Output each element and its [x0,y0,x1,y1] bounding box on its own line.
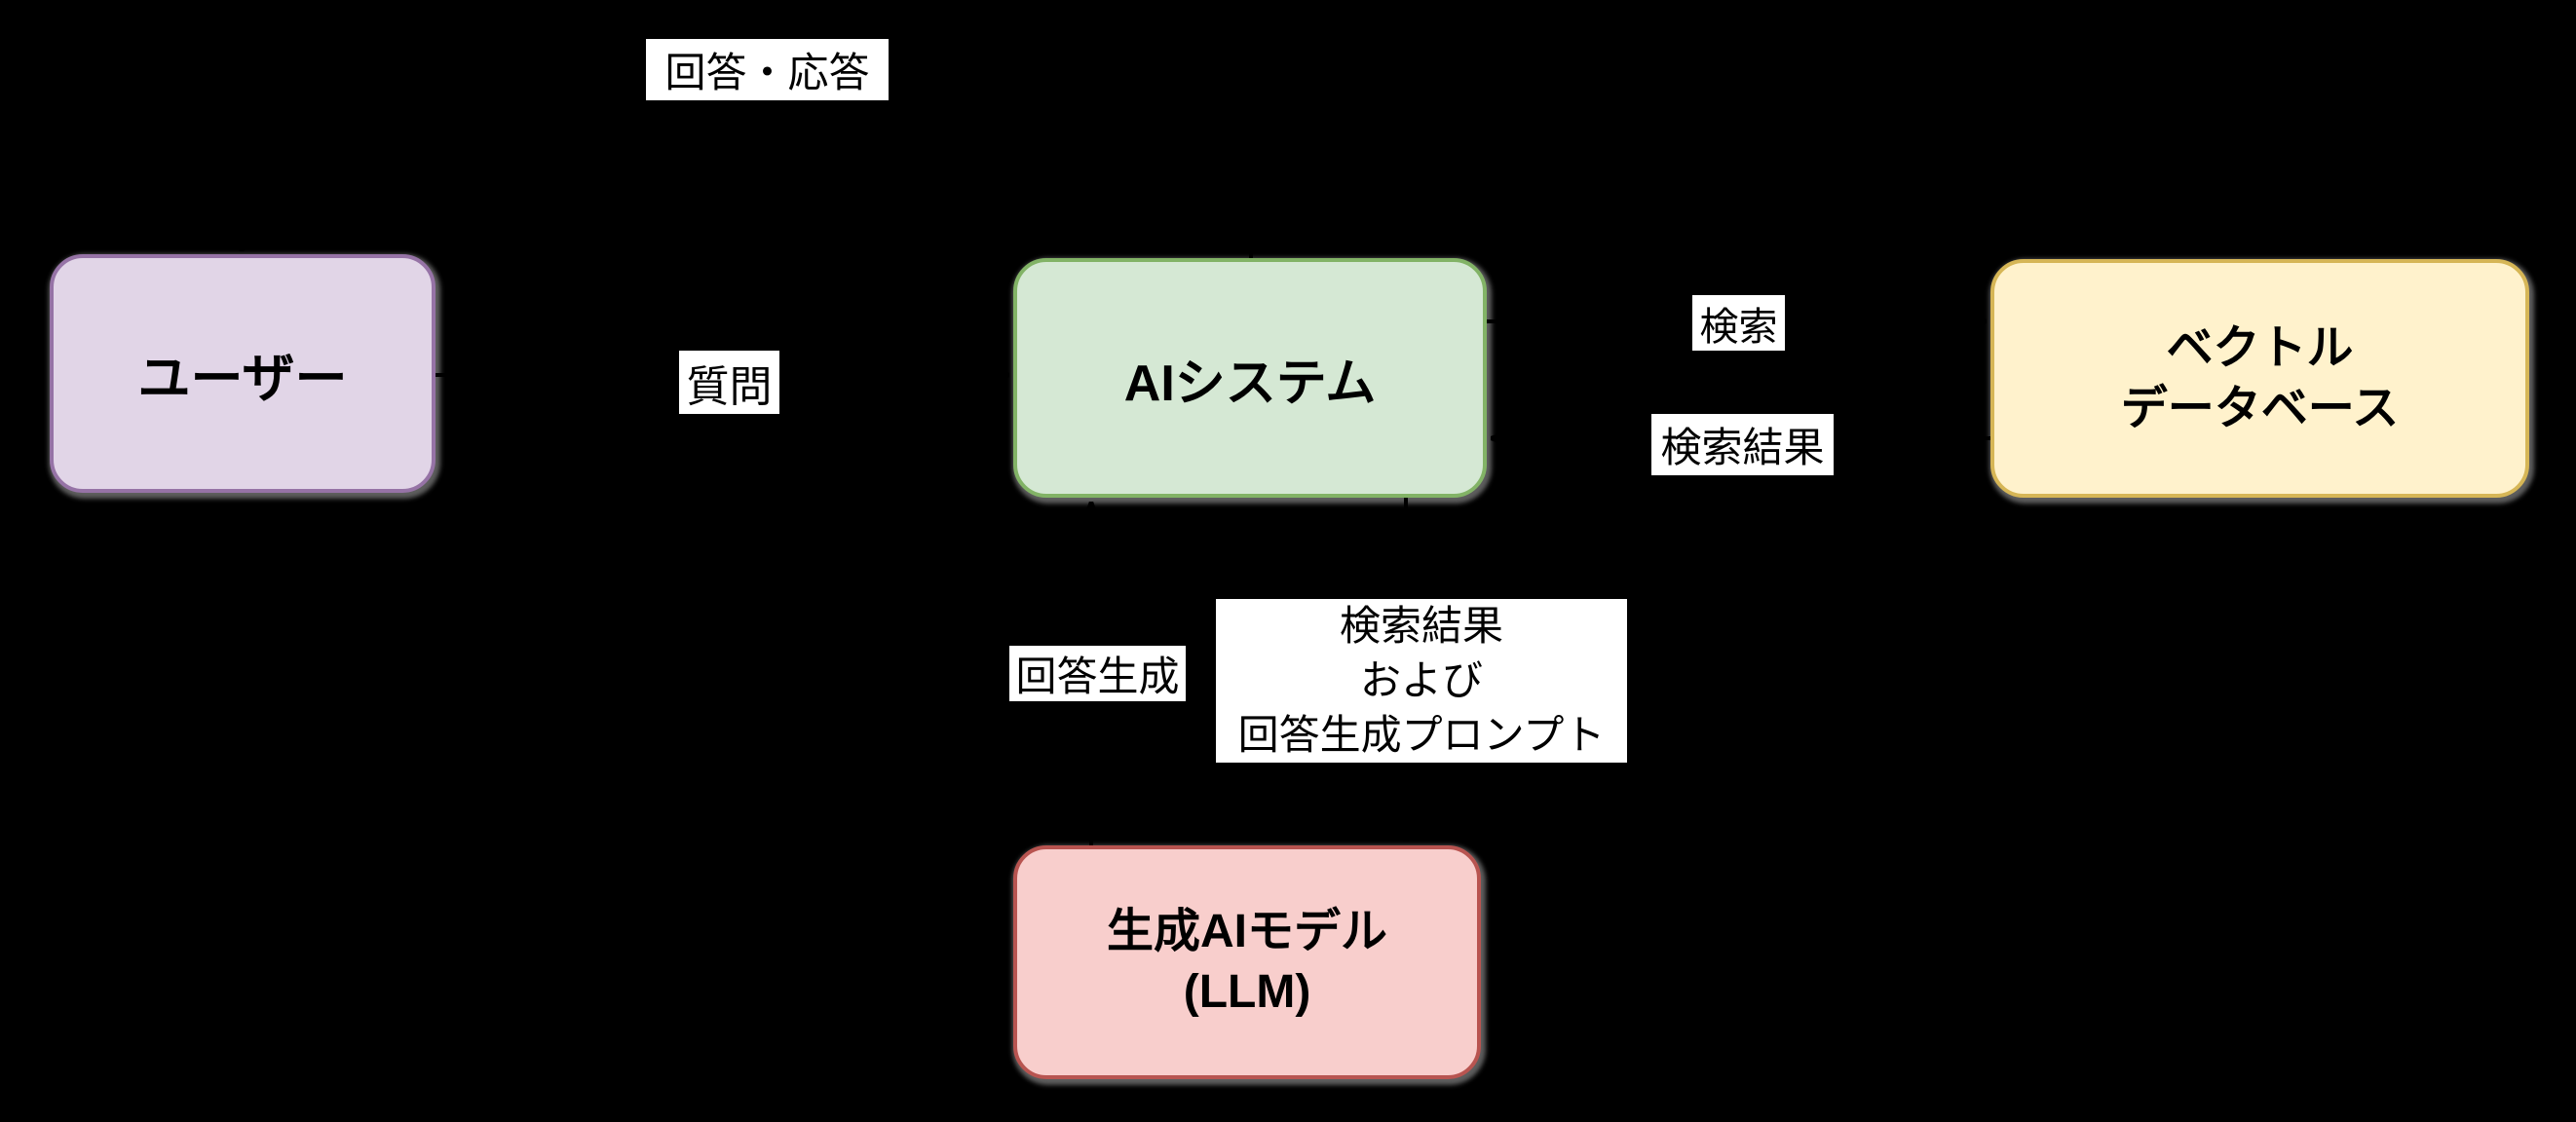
results-and-prompt-edge-label: 検索結果 および 回答生成プロンプト [1216,599,1627,763]
results-and-prompt-label-line3: 回答生成プロンプト [1237,712,1606,758]
results-and-prompt-label-line2: および [1359,657,1483,703]
answer-generation-edge-label-text: 回答生成 [1015,654,1180,699]
question-edge-label-text: 質問 [686,362,773,411]
question-edge-label: 質問 [679,351,779,414]
search-edge-label-text: 検索 [1699,305,1778,349]
vector-db-node-label-line2: データベース [2120,382,2400,434]
answer-response-edge-label: 回答・応答 [646,39,889,100]
answer-generation-edge-label: 回答生成 [1009,646,1186,701]
ai-system-node-label: AIシステム [1123,355,1377,412]
search-results-edge-label: 検索結果 [1651,414,1834,475]
answer-response-edge-label-text: 回答・応答 [664,50,870,95]
user-node-label: ユーザー [137,350,348,408]
user-node: ユーザー [50,254,436,493]
search-results-edge-label-text: 検索結果 [1660,425,1825,470]
vector-db-node-label-line1: ベクトル [2166,321,2354,374]
search-edge-label: 検索 [1692,295,1785,351]
ai-system-node: AIシステム [1013,258,1487,498]
results-and-prompt-label-line1: 検索結果 [1339,603,1503,649]
llm-node: 生成AIモデル (LLM) [1013,845,1481,1079]
llm-node-label-line2: (LLM) [1183,966,1311,1018]
vector-db-node: ベクトル データベース [1990,259,2529,498]
llm-node-label-line1: 生成AIモデル [1106,906,1387,957]
